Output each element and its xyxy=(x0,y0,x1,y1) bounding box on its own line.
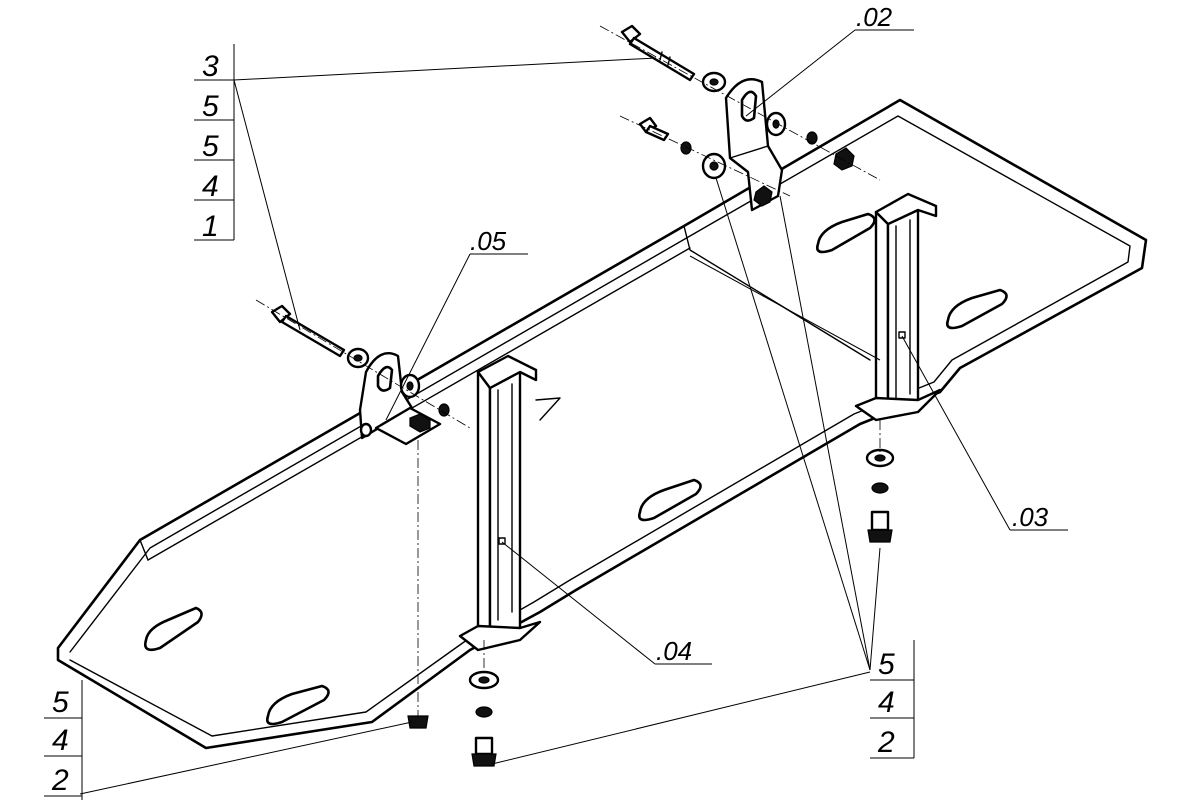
bolt-head xyxy=(407,715,429,729)
washer-hole xyxy=(353,354,363,362)
leader-lines xyxy=(79,29,1068,795)
post-bracket-04 xyxy=(458,354,561,652)
stack-bottom-right: 5 4 2 xyxy=(870,640,915,759)
nut xyxy=(753,185,773,207)
post-03-foot xyxy=(854,388,942,422)
short-bolt xyxy=(638,116,670,142)
stack-bottom-left: 5 4 2 xyxy=(44,680,83,800)
bracket-02-plate xyxy=(724,78,784,212)
bracket-05-slot xyxy=(376,365,394,392)
post-04-rear-tab xyxy=(535,397,561,421)
lock-washer xyxy=(871,482,889,494)
slot-hole xyxy=(266,684,330,726)
bolt-head xyxy=(471,753,497,767)
stack-top-left-item: 5 xyxy=(202,130,219,163)
post-04-foot xyxy=(458,620,542,652)
washer-hole xyxy=(709,78,719,86)
bracket-02 xyxy=(724,78,784,212)
washer-hole xyxy=(874,454,886,462)
long-bolt-left xyxy=(270,304,346,358)
tray-slot-holes xyxy=(144,212,1008,726)
post-04-top xyxy=(476,354,538,390)
bracket-05 xyxy=(358,352,442,446)
bolt-vertical xyxy=(474,736,494,756)
tray-floor-edge xyxy=(147,247,691,561)
stack-bottom-right-item: 4 xyxy=(878,686,895,719)
callouts: .02 .05 .03 .04 xyxy=(470,2,1049,666)
long-bolt-top xyxy=(620,24,696,82)
rivet-hole xyxy=(359,422,373,438)
lock-washer xyxy=(680,141,692,155)
tray-outer-outline xyxy=(56,98,1148,750)
post-04-inner xyxy=(497,383,513,621)
stack-top-left-item: 4 xyxy=(202,170,219,203)
tray-front-fold xyxy=(139,539,149,561)
post-03-inner xyxy=(895,219,911,401)
bracket-02-slot xyxy=(740,90,758,122)
callout-05: .05 xyxy=(470,226,507,256)
washer-hole xyxy=(406,381,414,391)
callout-02: .02 xyxy=(856,2,893,32)
slot-hole xyxy=(816,212,876,254)
slot-hole xyxy=(144,606,203,652)
callout-03: .03 xyxy=(1012,502,1049,532)
bracket-05-nut xyxy=(409,413,431,433)
stack-bottom-right-item: 2 xyxy=(877,726,895,759)
bolt-head xyxy=(867,529,893,543)
post-04-face xyxy=(488,370,522,646)
stack-bottom-left-item: 2 xyxy=(51,764,69,797)
hardware xyxy=(270,24,895,767)
post-03-body xyxy=(874,210,890,416)
bolt-vertical xyxy=(870,510,890,532)
post-03-top xyxy=(874,192,938,226)
slot-hole xyxy=(946,288,1008,330)
nut xyxy=(833,147,855,171)
skid-plate-tray xyxy=(56,98,1148,750)
post-04-marker xyxy=(498,537,506,545)
stack-top-left-item: 5 xyxy=(202,90,219,123)
stack-bottom-left-item: 5 xyxy=(52,686,69,719)
lock-washer xyxy=(438,403,450,417)
bracket-02-bend xyxy=(729,145,769,159)
post-03-marker xyxy=(898,331,906,339)
lock-washer xyxy=(475,706,493,718)
washer-hole xyxy=(709,161,719,171)
slot-hole xyxy=(638,478,702,522)
washer-hole xyxy=(478,676,490,684)
post-bracket-03 xyxy=(854,192,942,422)
stack-top-left-item: 1 xyxy=(202,210,219,243)
post-03-face xyxy=(886,208,920,416)
tray-inner-rim xyxy=(69,115,1131,737)
stack-bottom-left-item: 4 xyxy=(52,724,69,757)
tray-rear-fold xyxy=(683,225,871,361)
stack-top-left: 3 5 5 4 1 xyxy=(194,44,235,243)
stack-bottom-right-item: 5 xyxy=(878,648,895,681)
post-04-body xyxy=(476,370,492,646)
callout-04: .04 xyxy=(656,636,692,666)
center-axes xyxy=(255,25,881,716)
stack-top-left-item: 3 xyxy=(202,50,219,83)
